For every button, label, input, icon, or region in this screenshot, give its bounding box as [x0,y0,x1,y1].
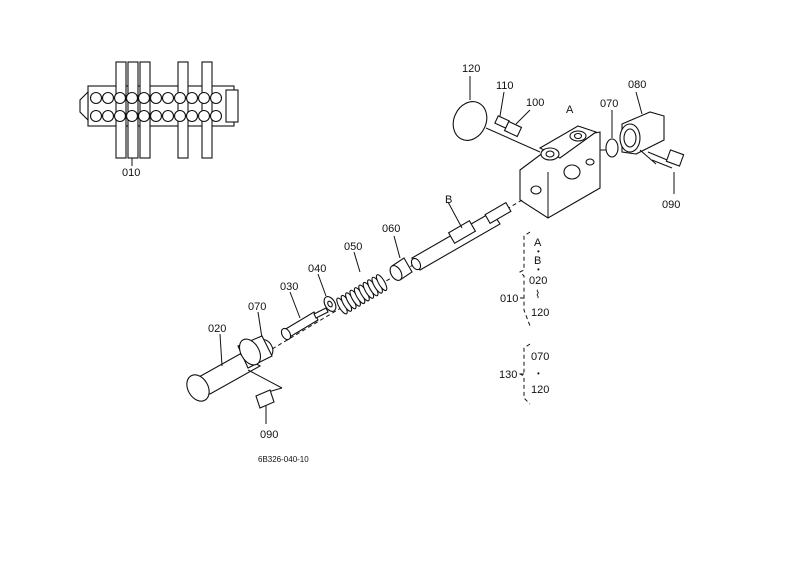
label-070-right: 070 [600,98,618,110]
valve-body [519,125,608,219]
legend-tilde: ⌇ [535,289,540,301]
legend-line-a: A [534,237,542,249]
overview-circle [149,109,163,123]
overview-circle [185,91,199,105]
overview-circle [137,109,151,123]
label-090-right: 090 [662,199,680,211]
legend-line-020: 020 [529,275,547,287]
stem-030 [280,291,329,341]
overview-circle [113,91,127,105]
legend-group-010: 010 A • B • 020 ⌇ 120 [500,231,549,327]
valve-assembly-overview [79,61,239,166]
legend-line-b: B [534,255,541,267]
o-ring-120 [452,101,488,141]
overview-circle [161,109,175,123]
legend-line-120b: 120 [531,384,549,396]
overview-circle [161,91,175,105]
bolt-090-left [247,369,283,424]
label-090-left: 090 [260,429,278,441]
right-cap-group [605,91,685,194]
label-040: 040 [308,263,326,275]
overview-circle [101,91,115,105]
label-010: 010 [122,167,140,179]
overview-circle [185,109,199,123]
label-110: 110 [496,80,514,92]
overview-circle [209,91,223,105]
overview-plates [115,61,213,159]
legend-group-130: 130 070 • 120 [499,343,549,405]
label-070-left: 070 [248,301,266,313]
overview-circle [89,109,103,123]
label-020: 020 [208,323,226,335]
overview-spool-circles [89,91,223,123]
label-030: 030 [280,281,298,293]
label-ref-b: B [445,194,452,206]
label-100: 100 [526,97,544,109]
overview-circle [173,109,187,123]
overview-circle [197,109,211,123]
overview-circle [173,91,187,105]
legend-line-120: 120 [531,307,549,319]
drawing-code: 6B326-040-10 [258,455,309,464]
seat-040 [317,273,337,312]
overview-circle [137,91,151,105]
spring-050 [336,251,388,315]
legend-line-070: 070 [531,351,549,363]
overview-circle [209,109,223,123]
legend-code-130: 130 [499,369,517,381]
legend-dot-3: • [537,369,540,378]
spool-b [410,201,512,271]
overview-circle [113,109,127,123]
label-060: 060 [382,223,400,235]
retainer-060 [389,235,413,281]
overview-circle [197,91,211,105]
plug-110-100 [494,91,531,138]
label-120: 120 [462,63,480,75]
label-ref-a: A [566,104,574,116]
overview-circle [125,109,139,123]
label-050: 050 [344,241,362,253]
label-080: 080 [628,79,646,91]
legend-dot-1: • [537,247,540,256]
overview-circle [125,91,139,105]
spring-coil [375,274,388,292]
overview-circle [149,91,163,105]
overview-circle [101,109,115,123]
left-cap-020 [186,333,273,402]
legend-dot-2: • [537,265,540,274]
bolt-090-right [647,149,685,194]
legend-code-010: 010 [500,293,518,305]
overview-circle [89,91,103,105]
